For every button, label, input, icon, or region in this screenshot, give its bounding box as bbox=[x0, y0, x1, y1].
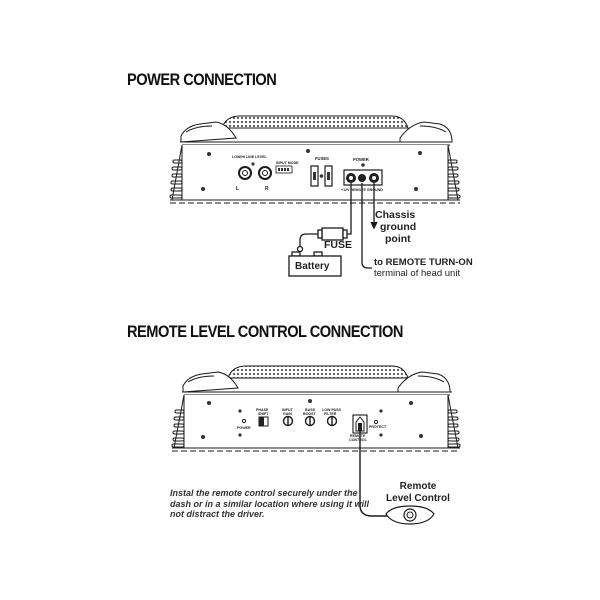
remote-level-control-title: REMOTE LEVEL CONTROL CONNECTION bbox=[127, 322, 403, 341]
fuse-label: FUSE bbox=[324, 239, 353, 251]
remote-wiring bbox=[359, 431, 435, 525]
power-led-label: POWER bbox=[237, 426, 251, 430]
power-panel-label: POWER bbox=[353, 157, 369, 162]
fuses-label: FUSES bbox=[315, 156, 329, 161]
channel-left-label: L bbox=[236, 186, 239, 192]
input-level-label: LOW/HI LINE LEVEL bbox=[232, 155, 268, 159]
install-note: Instal the remote control securely under… bbox=[170, 488, 370, 519]
remote-port-label: REMOTE bbox=[350, 434, 366, 438]
power-wiring bbox=[288, 183, 378, 277]
input-gain-label-2: GAIN bbox=[283, 412, 292, 416]
amplifier-bottom bbox=[171, 365, 461, 452]
bass-boost-label-2: BOOST bbox=[303, 412, 317, 416]
remote-port-label-2: CONTROL bbox=[349, 438, 368, 442]
battery-label: Battery bbox=[295, 261, 330, 272]
lowpass-label-2: FILTER bbox=[324, 412, 337, 416]
remote-turn-on-label: to REMOTE TURN-ON terminal of head unit bbox=[374, 257, 473, 279]
lowpass-label: LOW PASS bbox=[322, 408, 342, 412]
phase-shift-label: PHASE bbox=[256, 408, 269, 412]
input-mode-label: INPUT MODE bbox=[276, 161, 299, 165]
channel-right-label: R bbox=[265, 186, 269, 192]
protect-led-label: PROTECT bbox=[369, 425, 387, 429]
power-connection-title: POWER CONNECTION bbox=[127, 70, 277, 89]
amplifier-top bbox=[169, 115, 461, 204]
input-gain-label: INPUT bbox=[282, 408, 294, 412]
remote-level-control-label: Remote Level Control bbox=[386, 481, 450, 504]
phase-shift-label-2: SHIFT bbox=[258, 412, 269, 416]
bass-boost-label: BASS bbox=[305, 408, 316, 412]
chassis-ground-label: Chassis ground point bbox=[375, 209, 417, 245]
